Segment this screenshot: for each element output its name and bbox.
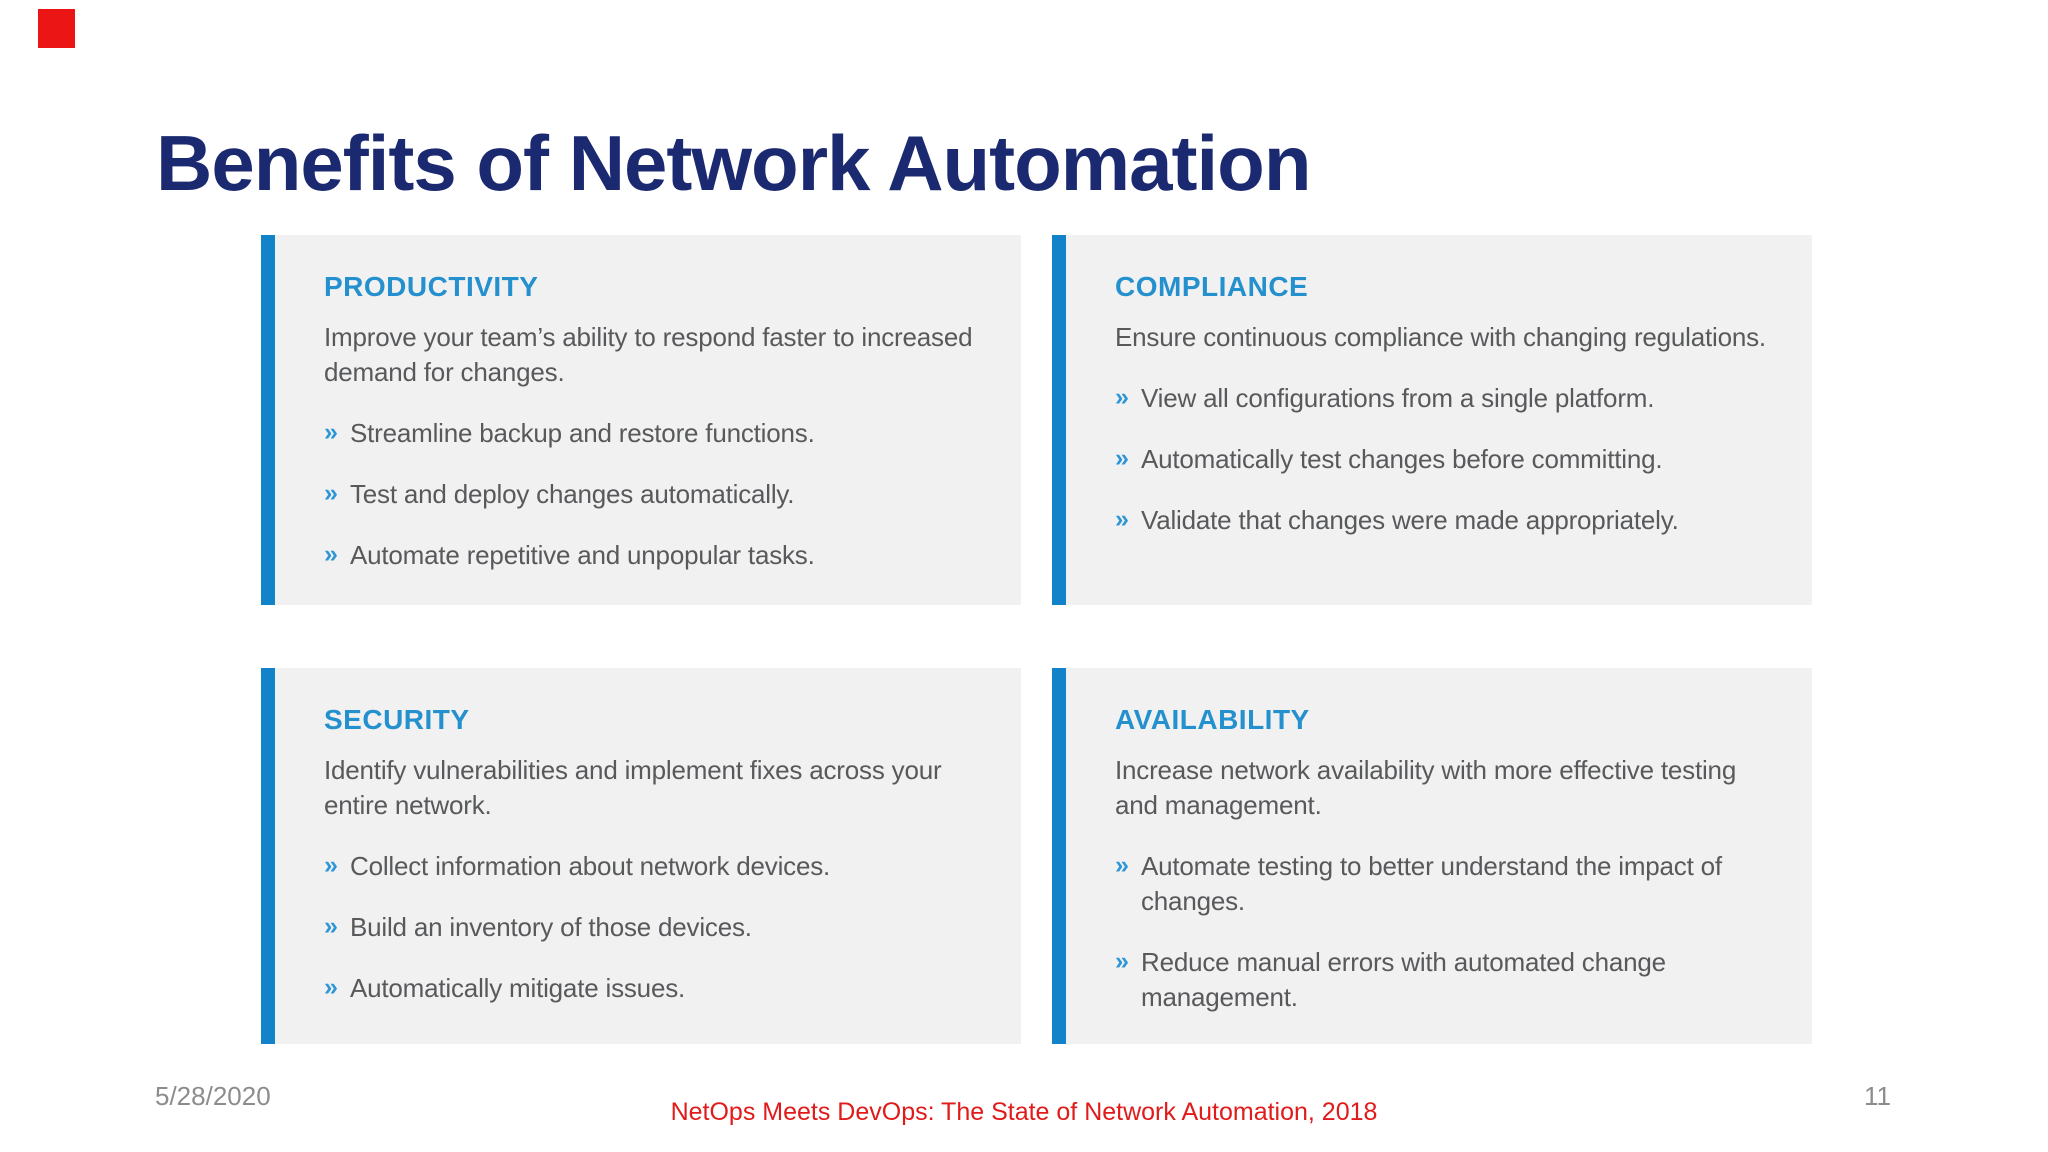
- bullet-item: » View all configurations from a single p…: [1115, 381, 1784, 416]
- bullet-item: » Automatically test changes before commi…: [1115, 442, 1784, 477]
- bullet-text: View all configurations from a single pl…: [1141, 383, 1655, 414]
- double-chevron-bullet-icon: »: [324, 479, 338, 508]
- card-heading: SECURITY: [324, 704, 470, 735]
- bullet-text: Reduce manual errors with automated chan…: [1141, 947, 1666, 1013]
- card-bullet-list: » Collect information about network devic…: [324, 849, 993, 1006]
- benefit-card: AVAILABILITY Increase network availabili…: [1052, 668, 1812, 1044]
- card-description: Improve your team’s ability to respond f…: [324, 322, 973, 388]
- card-accent-bar: [1052, 668, 1066, 1044]
- card-heading: COMPLIANCE: [1115, 271, 1309, 302]
- page-number: 11: [1864, 1081, 1891, 1111]
- double-chevron-bullet-icon: »: [1115, 383, 1129, 412]
- bullet-text: Automate repetitive and unpopular tasks.: [350, 540, 815, 571]
- bullet-item: » Validate that changes were made appropr…: [1115, 503, 1784, 538]
- bullet-text: Streamline backup and restore functions.: [350, 418, 815, 449]
- citation-text: NetOps Meets DevOps: The State of Networ…: [670, 1098, 1378, 1126]
- double-chevron-bullet-icon: »: [324, 851, 338, 880]
- card-heading: AVAILABILITY: [1115, 704, 1310, 735]
- bullet-text: Automate testing to better understand th…: [1141, 851, 1722, 917]
- bullet-item: » Collect information about network devic…: [324, 849, 993, 884]
- card-description: Ensure continuous compliance with changi…: [1115, 322, 1766, 352]
- card-body: SECURITY Identify vulnerabilities and im…: [324, 704, 993, 1032]
- bullet-item: » Automate repetitive and unpopular tasks…: [324, 538, 993, 573]
- bullet-item: » Automatically mitigate issues.: [324, 971, 993, 1006]
- card-bullet-list: » View all configurations from a single p…: [1115, 381, 1784, 538]
- card-heading: PRODUCTIVITY: [324, 271, 539, 302]
- bullet-item: » Reduce manual errors with automated cha…: [1115, 945, 1784, 1015]
- bullet-item: » Automate testing to better understand t…: [1115, 849, 1784, 919]
- bullet-item: » Test and deploy changes automatically.: [324, 477, 993, 512]
- bullet-text: Build an inventory of those devices.: [350, 912, 752, 943]
- card-description: Increase network availability with more …: [1115, 755, 1737, 821]
- card-accent-bar: [261, 668, 275, 1044]
- bullet-text: Automatically mitigate issues.: [350, 973, 686, 1004]
- bullet-text: Test and deploy changes automatically.: [350, 479, 795, 510]
- double-chevron-bullet-icon: »: [1115, 444, 1129, 473]
- bullet-text: Validate that changes were made appropri…: [1141, 505, 1679, 536]
- card-bullet-list: » Automate testing to better understand t…: [1115, 849, 1784, 1015]
- double-chevron-bullet-icon: »: [324, 912, 338, 941]
- bullet-item: » Build an inventory of those devices.: [324, 910, 993, 945]
- recording-indicator: [38, 9, 75, 48]
- benefit-card: SECURITY Identify vulnerabilities and im…: [261, 668, 1021, 1044]
- slide-date: 5/28/2020: [155, 1081, 271, 1111]
- double-chevron-bullet-icon: »: [1115, 851, 1129, 880]
- card-description: Identify vulnerabilities and implement f…: [324, 755, 942, 821]
- double-chevron-bullet-icon: »: [1115, 505, 1129, 534]
- benefit-card: COMPLIANCE Ensure continuous compliance …: [1052, 235, 1812, 605]
- double-chevron-bullet-icon: »: [1115, 947, 1129, 976]
- page-title: Benefits of Network Automation: [156, 119, 1311, 207]
- card-body: COMPLIANCE Ensure continuous compliance …: [1115, 271, 1784, 564]
- double-chevron-bullet-icon: »: [324, 418, 338, 447]
- benefits-grid: PRODUCTIVITY Improve your team’s ability…: [261, 235, 1812, 1044]
- card-accent-bar: [261, 235, 275, 605]
- bullet-text: Automatically test changes before commit…: [1141, 444, 1663, 475]
- double-chevron-bullet-icon: »: [324, 973, 338, 1002]
- card-body: AVAILABILITY Increase network availabili…: [1115, 704, 1784, 1042]
- double-chevron-bullet-icon: »: [324, 540, 338, 569]
- card-accent-bar: [1052, 235, 1066, 605]
- bullet-item: » Streamline backup and restore functions…: [324, 416, 993, 451]
- benefit-card: PRODUCTIVITY Improve your team’s ability…: [261, 235, 1021, 605]
- card-bullet-list: » Streamline backup and restore functions…: [324, 416, 993, 573]
- card-body: PRODUCTIVITY Improve your team’s ability…: [324, 271, 993, 599]
- bullet-text: Collect information about network device…: [350, 851, 831, 882]
